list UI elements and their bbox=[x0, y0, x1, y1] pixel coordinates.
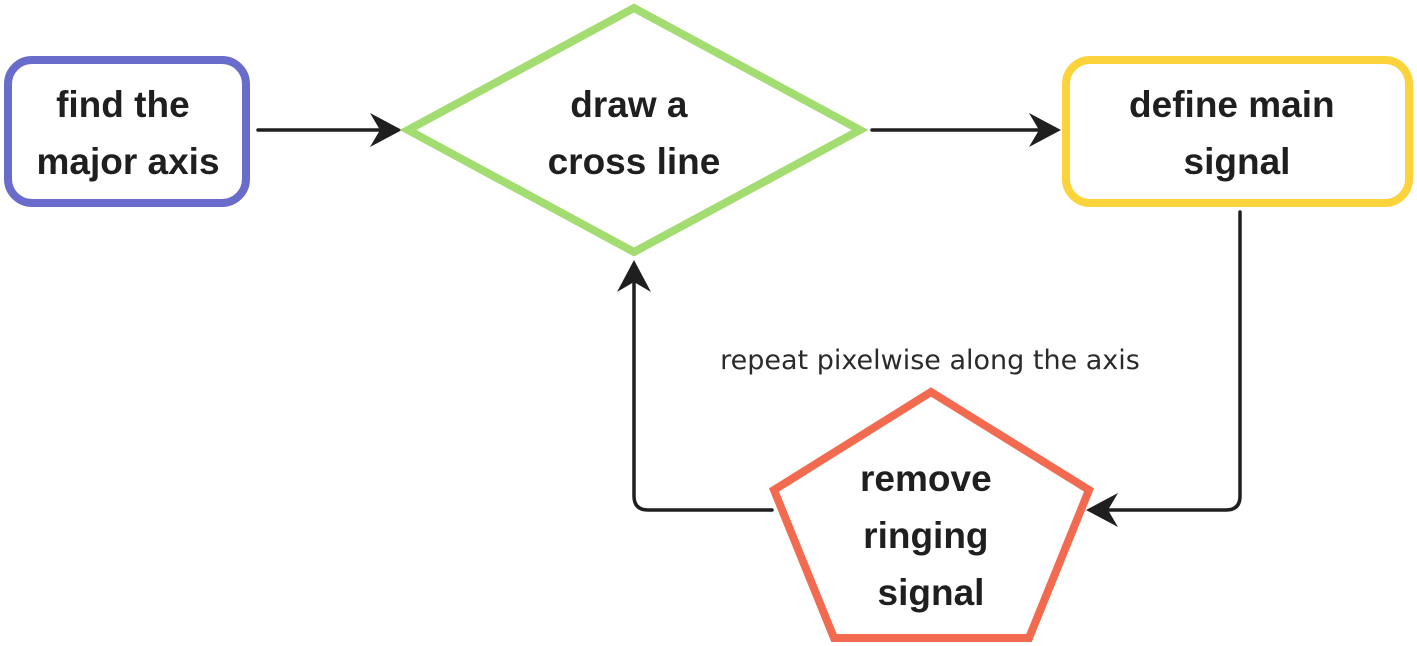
edge-define-to-remove bbox=[1086, 210, 1242, 527]
arrowhead-icon bbox=[617, 260, 651, 292]
arrowhead-icon bbox=[370, 113, 402, 147]
node-label: find the major axis bbox=[36, 84, 219, 182]
node-shape bbox=[769, 387, 1094, 642]
node-label: draw a cross line bbox=[548, 84, 721, 182]
edge-find-to-draw bbox=[256, 113, 402, 147]
edge-draw-to-define bbox=[870, 113, 1061, 147]
node-find-major-axis[interactable]: find the major axis bbox=[4, 56, 250, 207]
node-label: remove ringing signal bbox=[860, 458, 1002, 613]
arrowhead-icon bbox=[1029, 113, 1061, 147]
node-shape bbox=[4, 56, 250, 207]
node-label: define main signal bbox=[1129, 84, 1345, 182]
nodes: find the major axis draw a cross line de… bbox=[4, 3, 1413, 642]
edge-line bbox=[632, 276, 774, 512]
node-define-main-signal[interactable]: define main signal bbox=[1062, 56, 1413, 207]
edge-label-repeat: repeat pixelwise along the axis bbox=[720, 345, 1140, 376]
arrowhead-icon bbox=[1086, 493, 1118, 527]
edge-remove-to-draw: repeat pixelwise along the axis bbox=[617, 260, 1140, 512]
node-shape bbox=[1062, 56, 1413, 207]
node-remove-ringing-signal[interactable]: remove ringing signal bbox=[769, 387, 1094, 642]
edge-line bbox=[1102, 210, 1242, 512]
node-draw-cross-line[interactable]: draw a cross line bbox=[399, 3, 869, 257]
node-shape bbox=[399, 3, 869, 257]
edges: repeat pixelwise along the axis bbox=[256, 113, 1242, 527]
